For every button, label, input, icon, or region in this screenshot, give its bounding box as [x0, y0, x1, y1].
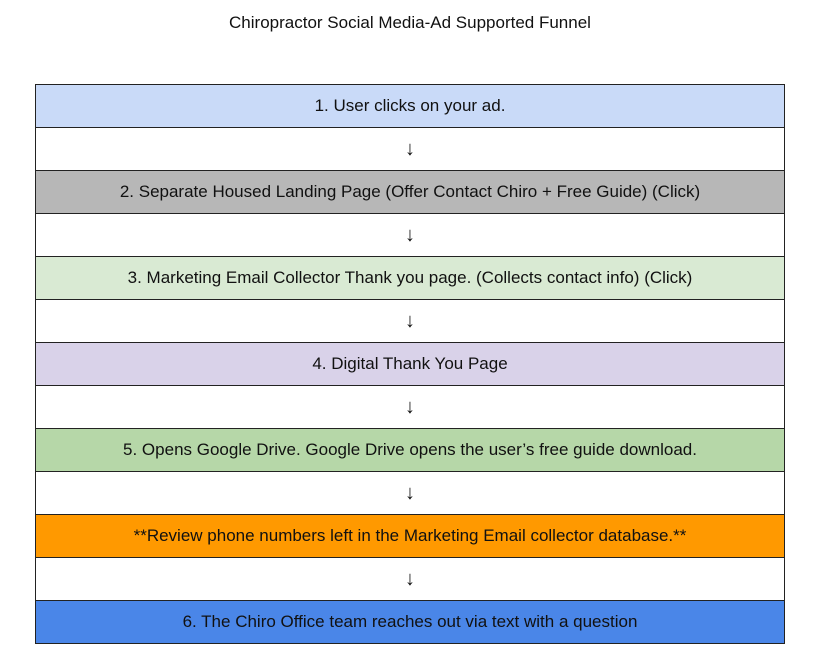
down-arrow-icon: ↓	[36, 558, 784, 601]
down-arrow-icon: ↓	[36, 300, 784, 343]
funnel-table: 1. User clicks on your ad. ↓ 2. Separate…	[35, 84, 785, 644]
down-arrow-icon: ↓	[36, 214, 784, 257]
step-5: 5. Opens Google Drive. Google Drive open…	[36, 429, 784, 472]
step-2: 2. Separate Housed Landing Page (Offer C…	[36, 171, 784, 214]
step-6: 6. The Chiro Office team reaches out via…	[36, 601, 784, 644]
step-4-label: 4. Digital Thank You Page	[312, 354, 508, 373]
down-arrow-icon: ↓	[36, 386, 784, 429]
step-2-label: 2. Separate Housed Landing Page (Offer C…	[119, 182, 701, 201]
review-note-label: **Review phone numbers left in the Marke…	[133, 526, 687, 545]
step-3: 3. Marketing Email Collector Thank you p…	[36, 257, 784, 300]
step-1-label: 1. User clicks on your ad.	[314, 96, 506, 115]
review-note: **Review phone numbers left in the Marke…	[36, 515, 784, 558]
diagram-title: Chiropractor Social Media-Ad Supported F…	[229, 13, 591, 32]
step-4: 4. Digital Thank You Page	[36, 343, 784, 386]
down-arrow-icon: ↓	[36, 128, 784, 171]
step-6-label: 6. The Chiro Office team reaches out via…	[182, 612, 638, 631]
step-1: 1. User clicks on your ad.	[36, 85, 784, 128]
step-3-label: 3. Marketing Email Collector Thank you p…	[127, 268, 693, 287]
step-5-label: 5. Opens Google Drive. Google Drive open…	[123, 440, 697, 459]
down-arrow-icon: ↓	[36, 472, 784, 515]
